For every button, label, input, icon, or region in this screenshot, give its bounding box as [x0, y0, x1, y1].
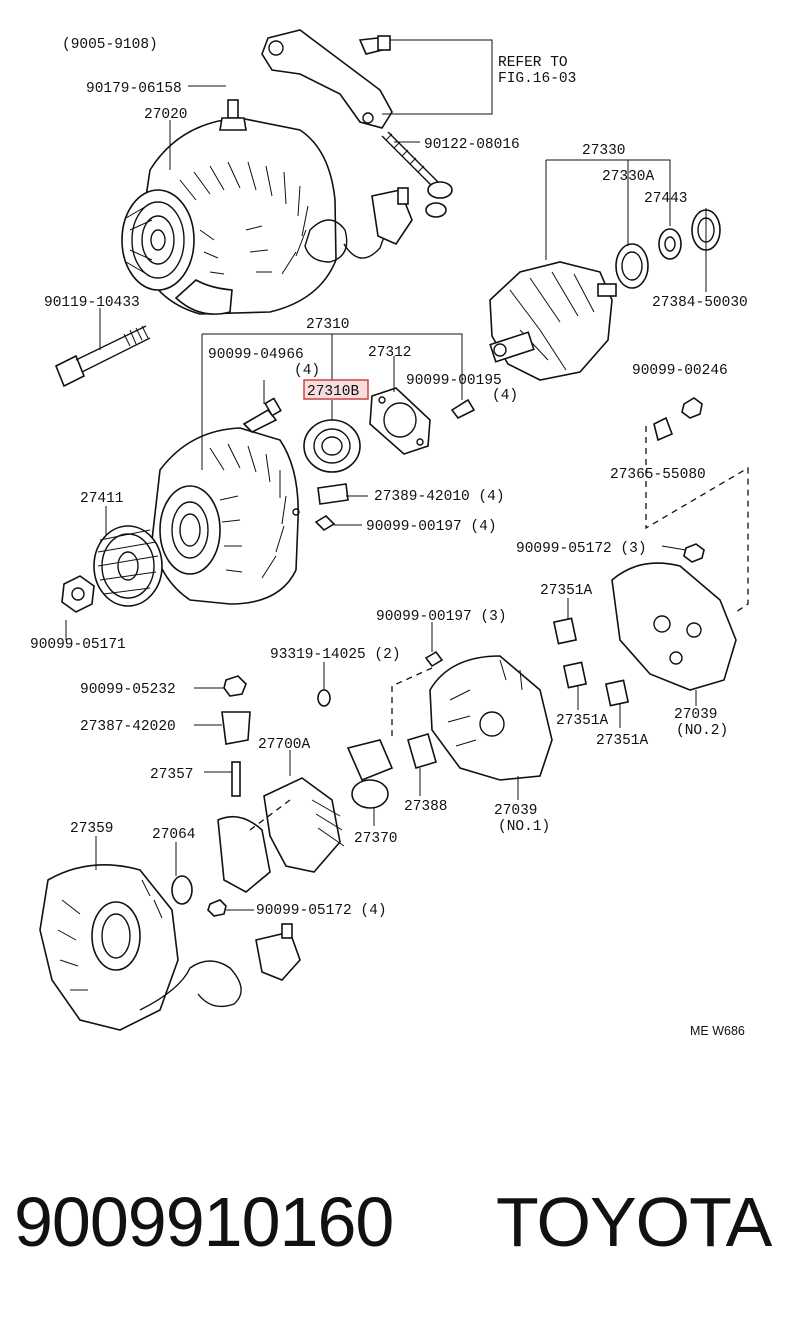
label-27039-no2: 27039	[674, 707, 718, 723]
bearing-drawing	[303, 419, 361, 473]
label-27365-55080: 27365-55080	[610, 467, 706, 483]
label-27351A-low: 27351A	[596, 733, 649, 749]
gasket-drawing	[171, 875, 193, 905]
label-90179-06158: 90179-06158	[86, 81, 182, 97]
pulley-drawing	[93, 525, 163, 607]
screw-drawing	[242, 408, 278, 433]
part-number: 9009910160	[14, 1183, 394, 1261]
label-27700A: 27700A	[258, 737, 311, 753]
label-90099-05172-4: 90099-05172 (4)	[256, 903, 387, 919]
label-90099-05232: 90099-05232	[80, 682, 176, 698]
screw-drawing	[314, 514, 336, 532]
washer-drawing	[317, 689, 331, 707]
rectifier-end-frame-drawing	[39, 864, 179, 1031]
refer-note-line2: FIG.16-03	[498, 71, 576, 87]
screw-drawing	[424, 650, 444, 668]
label-27310B: 27310B	[307, 384, 360, 400]
label-27039-no1: 27039	[494, 803, 538, 819]
clip-drawing	[653, 416, 674, 442]
label-qty-4-b: (4)	[492, 388, 518, 404]
label-90099-05172-3: 90099-05172 (3)	[516, 541, 647, 557]
label-27020: 27020	[144, 107, 188, 123]
range-note: (9005-9108)	[62, 37, 158, 53]
bushing-drawing	[552, 617, 578, 645]
label-27357: 27357	[150, 767, 194, 783]
label-27064: 27064	[152, 827, 196, 843]
bushing-drawing	[317, 483, 349, 505]
terminal-insulator-drawing	[407, 733, 437, 769]
label-90099-04966: 90099-04966	[208, 347, 304, 363]
label-27359: 27359	[70, 821, 114, 837]
label-27411: 27411	[80, 491, 124, 507]
refer-note-line1: REFER TO	[498, 55, 568, 71]
label-27351A-mid: 27351A	[556, 713, 609, 729]
rear-cover-no2-drawing	[611, 562, 737, 691]
nut-drawing	[223, 675, 247, 697]
brush-holder-drawing	[263, 777, 345, 873]
terminal-block-drawing	[255, 931, 301, 981]
terminal-drawing	[217, 761, 271, 893]
label-27351A-top: 27351A	[540, 583, 593, 599]
screw-drawing	[450, 398, 476, 420]
label-27388: 27388	[404, 799, 448, 815]
label-90099-00195: 90099-00195	[406, 373, 502, 389]
label-27310: 27310	[306, 317, 350, 333]
label-90122-08016: 90122-08016	[424, 137, 520, 153]
label-27384-50030: 27384-50030	[652, 295, 748, 311]
long-bolt-drawing	[54, 325, 151, 388]
label-27443: 27443	[644, 191, 688, 207]
highlight-box	[303, 379, 369, 400]
nut-drawing	[681, 397, 703, 419]
part-labels: (9005-9108) REFER TO FIG.16-03 90179-061…	[30, 37, 748, 919]
nut-drawing	[207, 899, 227, 917]
rotor-drawing	[489, 209, 721, 381]
label-90099-00197-3: 90099-00197 (3)	[376, 609, 507, 625]
label-27387-42020: 27387-42020	[80, 719, 176, 735]
bushing-drawing	[562, 661, 588, 689]
drive-end-frame-drawing	[151, 427, 300, 605]
label-90099-00197-4: 90099-00197 (4)	[366, 519, 497, 535]
label-27330A: 27330A	[602, 169, 655, 185]
brand-name: TOYOTA	[496, 1183, 772, 1261]
insulator-drawing	[221, 711, 251, 745]
diagram-reference-code: ME W686	[690, 1024, 745, 1038]
label-27389-42010: 27389-42010 (4)	[374, 489, 505, 505]
regulator-drawing	[346, 739, 394, 809]
label-90099-05171: 90099-05171	[30, 637, 126, 653]
label-27039-no2-sub: (NO.2)	[676, 723, 728, 739]
label-90119-10433: 90119-10433	[44, 295, 140, 311]
label-93319-14025: 93319-14025 (2)	[270, 647, 401, 663]
retainer-plate-drawing	[369, 387, 431, 455]
label-90099-00246: 90099-00246	[632, 363, 728, 379]
label-27330: 27330	[582, 143, 626, 159]
nut-drawing	[683, 543, 705, 563]
alternator-assembly-drawing	[121, 29, 453, 315]
bushing-drawing	[604, 679, 630, 707]
label-27039-no1-sub: (NO.1)	[498, 819, 550, 835]
pulley-nut-drawing	[61, 575, 95, 613]
label-27370: 27370	[354, 831, 398, 847]
dashed-guide-lines	[249, 426, 749, 831]
rear-cover-no1-drawing	[429, 655, 553, 781]
label-27312: 27312	[368, 345, 412, 361]
leader-lines	[65, 39, 707, 911]
label-qty-4-a: (4)	[294, 363, 320, 379]
